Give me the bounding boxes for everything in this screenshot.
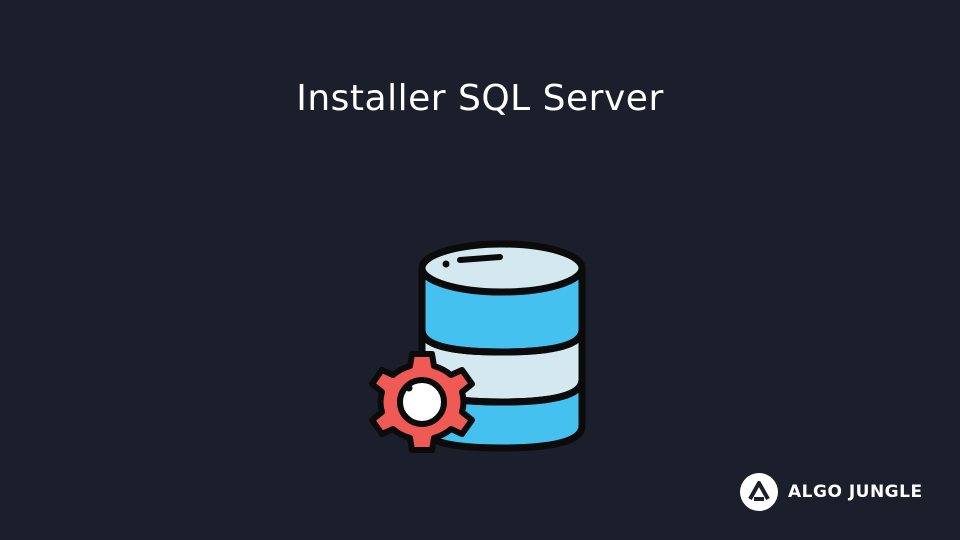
gear-icon	[369, 351, 475, 453]
database-gear-icon	[360, 230, 600, 470]
brand: ALGO JUNGLE	[740, 473, 923, 511]
page-title: Installer SQL Server	[296, 78, 664, 119]
algo-jungle-logo	[740, 473, 778, 511]
brand-name: ALGO JUNGLE	[788, 482, 923, 502]
